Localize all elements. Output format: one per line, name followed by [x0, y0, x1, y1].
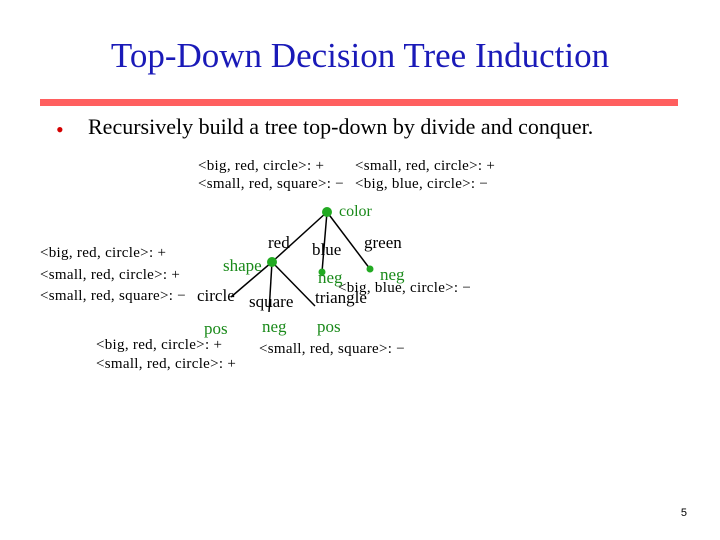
example-top-2: <small, red, circle>: +: [355, 158, 496, 174]
root-node-label: color: [339, 203, 372, 220]
edge-circle: [230, 261, 273, 298]
edge-label-triangle: triangle: [315, 288, 367, 307]
green-leaf-label: neg: [380, 265, 405, 284]
blue-leaf-label: neg: [318, 268, 343, 287]
red-branch-example-2: <small, red, circle>: +: [40, 267, 181, 283]
shape-node-dot: [267, 257, 277, 267]
page-number: 5: [680, 507, 687, 519]
shape-node-label: shape: [223, 256, 262, 275]
triangle-leaf-label: pos: [317, 317, 341, 336]
edge-label-circle: circle: [197, 286, 235, 305]
bullet-text: Recursively build a tree top-down by div…: [88, 114, 594, 139]
example-top-4: <big, blue, circle>: −: [355, 176, 489, 192]
red-branch-example-3: <small, red, square>: −: [40, 288, 186, 304]
square-branch-example: <small, red, square>: −: [259, 341, 405, 357]
edge-square: [268, 261, 273, 313]
circle-branch-example-2: <small, red, circle>: +: [96, 356, 237, 372]
blue-leaf-dot: [318, 268, 326, 276]
edge-blue: [321, 211, 328, 273]
edge-label-blue: blue: [312, 240, 342, 259]
edge-red: [271, 211, 328, 263]
square-leaf-label: neg: [262, 317, 287, 336]
edge-label-red: red: [268, 233, 290, 252]
root-node-dot: [322, 207, 332, 217]
bullet-marker: •: [56, 117, 64, 142]
circle-branch-example-1: <big, red, circle>: +: [96, 337, 223, 353]
green-leaf-dot: [366, 265, 374, 273]
edge-triangle: [271, 261, 316, 307]
circle-leaf-label: pos: [204, 319, 228, 338]
edge-green: [326, 211, 371, 270]
edge-label-square: square: [249, 292, 294, 311]
edge-label-green: green: [364, 233, 402, 252]
slide-title: Top-Down Decision Tree Induction: [110, 36, 610, 75]
red-branch-example-1: <big, red, circle>: +: [40, 245, 167, 261]
example-top-1: <big, red, circle>: +: [198, 158, 325, 174]
example-top-3: <small, red, square>: −: [198, 176, 344, 192]
title-divider: [40, 99, 678, 106]
blue-branch-example: <big, blue, circle>: −: [338, 280, 472, 296]
